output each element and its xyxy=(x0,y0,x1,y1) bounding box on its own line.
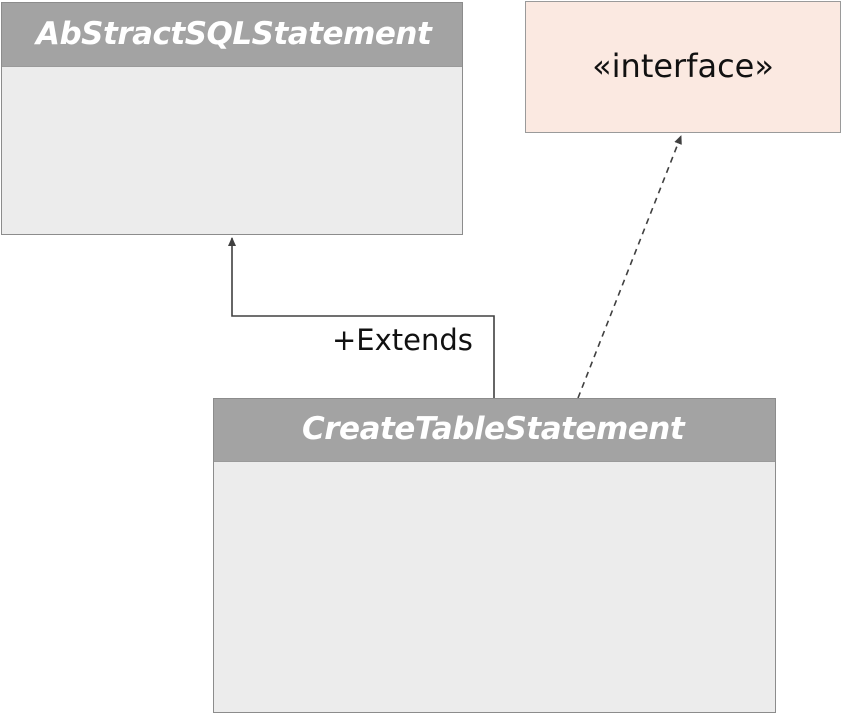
class-name-header: CreateTableStatement xyxy=(214,399,775,462)
class-box-create-table-statement[interactable]: CreateTableStatement xyxy=(213,398,776,713)
class-box-abstract-sql-statement[interactable]: AbStractSQLStatement xyxy=(1,2,463,235)
interface-box[interactable]: «interface» xyxy=(525,1,841,133)
realization-connector[interactable] xyxy=(577,135,682,399)
extends-label: +Extends xyxy=(332,323,473,357)
extends-connector[interactable] xyxy=(228,237,495,398)
interface-stereotype-label: «interface» xyxy=(592,47,774,85)
class-name-header: AbStractSQLStatement xyxy=(2,3,462,67)
